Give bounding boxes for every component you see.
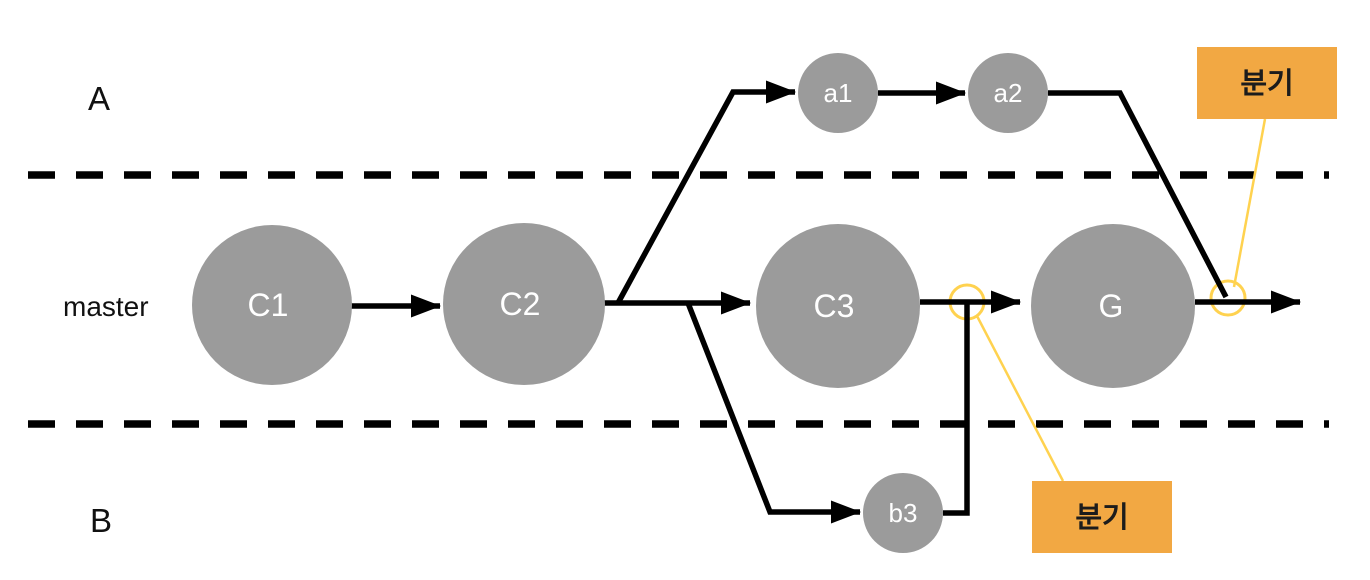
node-c1: C1 bbox=[192, 225, 352, 385]
node-b3-label: b3 bbox=[889, 498, 918, 528]
node-c1-label: C1 bbox=[248, 287, 289, 323]
branch-annotation-top-label: 분기 bbox=[1240, 67, 1293, 100]
lane-label-master: master bbox=[63, 291, 149, 322]
node-g-circle bbox=[1031, 224, 1195, 388]
node-b3: b3 bbox=[863, 473, 943, 553]
branch-b-merge-edge bbox=[943, 302, 970, 516]
node-a1-circle bbox=[798, 53, 878, 133]
node-c2: C2 bbox=[443, 223, 605, 385]
branch-annotation-bottom-label: 분기 bbox=[1075, 501, 1128, 534]
node-a2: a2 bbox=[968, 53, 1048, 133]
node-a2-label: a2 bbox=[994, 78, 1023, 108]
node-b3-circle bbox=[863, 473, 943, 553]
node-c3-circle bbox=[756, 224, 920, 388]
node-g: G bbox=[1031, 224, 1195, 388]
lane-label-b: B bbox=[90, 502, 112, 539]
node-a2-circle bbox=[968, 53, 1048, 133]
callout-line-top bbox=[1232, 118, 1267, 288]
branch-a-split-edge bbox=[615, 80, 797, 305]
branch-annotation-top-box bbox=[1197, 47, 1337, 119]
node-c3-label: C3 bbox=[814, 288, 855, 324]
node-a1-label: a1 bbox=[824, 78, 853, 108]
node-c2-circle bbox=[443, 223, 605, 385]
branch-b-split-edge bbox=[685, 301, 862, 524]
callout-line-bottom bbox=[975, 315, 1065, 482]
branch-annotation-bottom-box bbox=[1032, 481, 1172, 553]
branch-annotation-top: 분기 bbox=[1197, 47, 1337, 119]
node-c1-circle bbox=[192, 225, 352, 385]
node-c2-label: C2 bbox=[500, 286, 541, 322]
lane-label-a: A bbox=[88, 80, 110, 117]
branch-annotation-bottom: 분기 bbox=[1032, 481, 1172, 553]
branch-a-merge-edge bbox=[1048, 90, 1229, 299]
node-a1: a1 bbox=[798, 53, 878, 133]
merge-point-ring-a2 bbox=[1209, 279, 1247, 317]
node-c3: C3 bbox=[756, 224, 920, 388]
node-g-label: G bbox=[1099, 288, 1124, 324]
